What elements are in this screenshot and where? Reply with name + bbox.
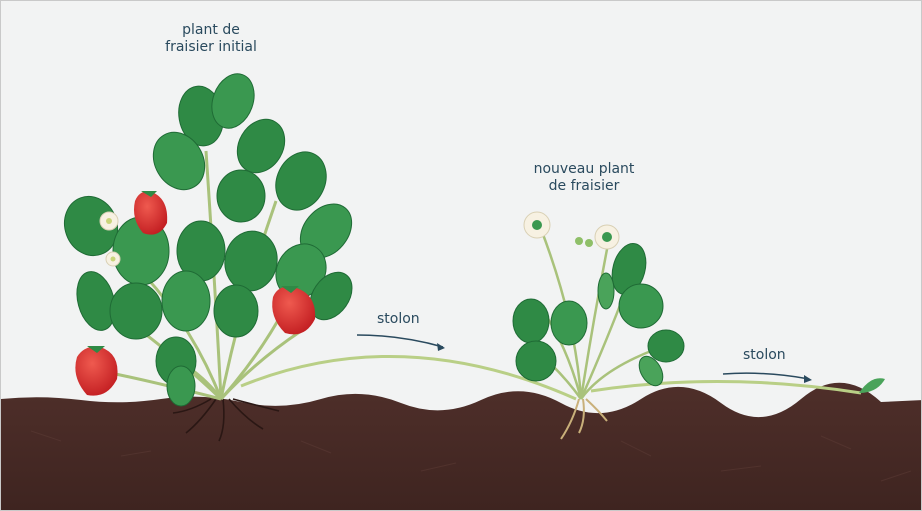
label-mother-plant-line2: fraisier initial [151, 39, 271, 56]
label-stolon-1: stolon [377, 311, 420, 328]
label-new-plant-line1: nouveau plant [519, 161, 649, 178]
label-mother-plant: plant de fraisier initial [151, 22, 271, 56]
label-mother-plant-line1: plant de [151, 22, 271, 39]
label-new-plant-line2: de fraisier [519, 178, 649, 195]
label-stolon-2: stolon [743, 347, 786, 364]
label-new-plant: nouveau plant de fraisier [519, 161, 649, 195]
soil [1, 383, 922, 511]
